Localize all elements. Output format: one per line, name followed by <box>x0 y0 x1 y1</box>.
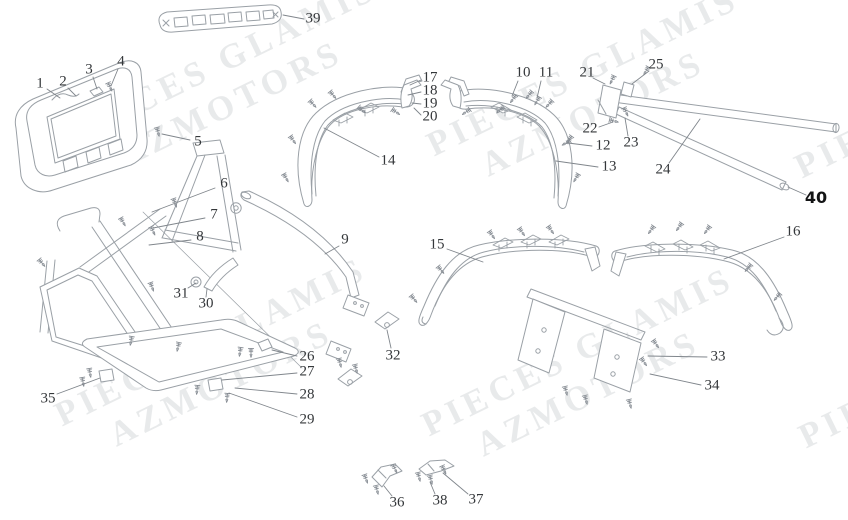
leader-line-22 <box>598 121 614 128</box>
part-number-4: 4 <box>117 53 125 70</box>
support-bar-part <box>597 81 840 191</box>
part-number-21: 21 <box>579 64 595 81</box>
dash-panel-part <box>14 60 148 193</box>
leader-line-38 <box>429 481 436 495</box>
leader-line-11 <box>536 80 542 99</box>
leader-line-37 <box>442 472 469 495</box>
leader-line-24 <box>668 118 701 164</box>
side-tube-part <box>190 257 239 292</box>
leader-line-39 <box>282 14 305 20</box>
part-number-2: 2 <box>59 73 67 90</box>
part-number-32: 32 <box>385 347 401 364</box>
part-number-20: 20 <box>422 108 438 125</box>
rear-left-fender-part <box>418 234 601 326</box>
part-number-37: 37 <box>468 491 484 508</box>
leader-line-12 <box>567 142 593 147</box>
part-number-9: 9 <box>341 231 349 248</box>
part-number-30: 30 <box>198 295 214 312</box>
leader-line-21 <box>592 77 606 85</box>
leader-line-5 <box>161 133 191 141</box>
part-number-6: 6 <box>220 175 228 192</box>
leader-line-27 <box>221 372 298 381</box>
leader-line-25 <box>631 70 650 85</box>
part-number-22: 22 <box>582 120 598 137</box>
leader-line-36 <box>383 485 393 497</box>
leader-line-4 <box>110 68 119 87</box>
part-number-8: 8 <box>196 228 204 245</box>
leader-line-3 <box>92 76 98 90</box>
leader-line-9 <box>324 245 340 255</box>
frame-a-arm-part <box>161 139 242 253</box>
leader-line-29 <box>228 392 298 418</box>
part-number-3: 3 <box>85 61 93 78</box>
part-number-29: 29 <box>299 411 315 428</box>
leader-line-17 <box>409 79 422 86</box>
leader-line-19 <box>411 102 422 105</box>
part-number-27: 27 <box>299 363 315 380</box>
part-number-33: 33 <box>710 348 726 365</box>
leader-line-10 <box>511 80 519 97</box>
part-number-38: 38 <box>432 492 448 509</box>
leader-line-15 <box>446 248 484 263</box>
part-number-5: 5 <box>194 133 202 150</box>
part-number-25: 25 <box>648 56 664 73</box>
leader-line-23 <box>624 117 629 137</box>
part-number-26: 26 <box>299 348 315 365</box>
part-number-19: 19 <box>422 95 438 112</box>
leader-line-30 <box>205 288 208 298</box>
leader-line-18 <box>407 91 422 96</box>
part-number-39: 39 <box>305 10 321 27</box>
leader-line-14 <box>323 127 380 158</box>
leader-lines <box>46 14 807 497</box>
hook-bracket-right <box>440 79 462 109</box>
part-number-15: 15 <box>429 236 445 253</box>
leader-line-32 <box>386 329 392 349</box>
leader-line-13 <box>555 160 599 168</box>
part-number-24: 24 <box>655 161 671 178</box>
part-number-12: 12 <box>595 137 611 154</box>
part-number-31: 31 <box>173 285 189 302</box>
part-number-10: 10 <box>515 64 531 81</box>
part-number-23: 23 <box>623 134 639 151</box>
part-number-18: 18 <box>422 82 438 99</box>
part-number-28: 28 <box>299 386 315 403</box>
part-number-40: 40 <box>804 188 828 207</box>
leader-line-20 <box>413 107 422 116</box>
part-number-14: 14 <box>380 152 396 169</box>
part-number-16: 16 <box>785 223 801 240</box>
part-number-11: 11 <box>538 64 554 81</box>
cargo-rack-part <box>81 318 299 392</box>
part-number-34: 34 <box>704 377 720 394</box>
leader-line-16 <box>723 236 785 260</box>
part-number-7: 7 <box>210 206 218 223</box>
leader-line-7 <box>152 217 206 229</box>
leader-line-2 <box>67 87 77 97</box>
bottom-bracket-37-38 <box>418 459 455 476</box>
leader-line-8 <box>148 239 192 246</box>
part-number-36: 36 <box>389 494 405 511</box>
leader-line-26 <box>271 349 298 357</box>
front-right-fender-part <box>447 76 573 210</box>
leader-line-6 <box>151 187 216 213</box>
part-number-35: 35 <box>40 390 56 407</box>
leader-line-33 <box>647 355 708 358</box>
part-number-13: 13 <box>601 158 617 175</box>
leader-line-35 <box>56 377 101 395</box>
leader-line-28 <box>234 387 298 395</box>
part-number-17: 17 <box>422 69 438 86</box>
grille-part <box>158 4 282 33</box>
roll-bar-tube-part <box>240 190 400 387</box>
leader-line-31 <box>187 282 197 289</box>
part-number-1: 1 <box>36 75 44 92</box>
support-bracket-assembly-part <box>517 288 646 393</box>
bottom-bracket-36 <box>371 463 403 488</box>
leader-line-40 <box>787 186 807 196</box>
leader-line-1 <box>46 88 61 99</box>
leader-line-34 <box>649 373 702 386</box>
